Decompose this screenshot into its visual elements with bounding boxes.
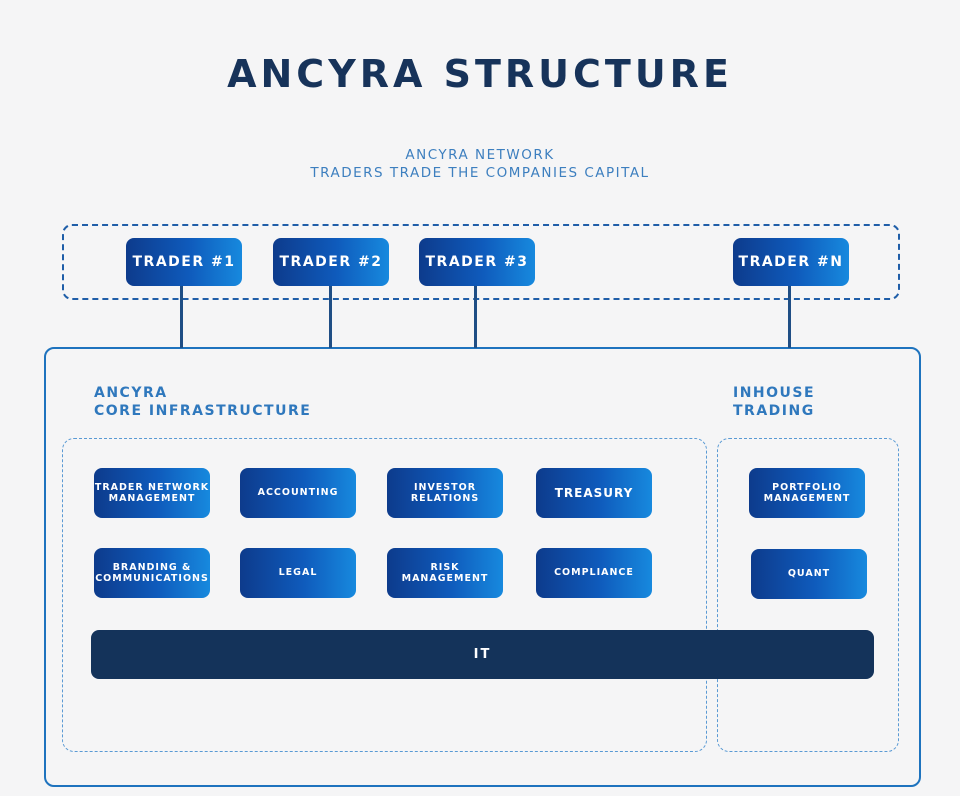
trader-1-node: TRADER #1 — [126, 238, 242, 286]
core-infrastructure-frame — [62, 438, 707, 752]
dept-quant: QUANT — [751, 549, 867, 599]
dept-risk-management: RISK MANAGEMENT — [387, 548, 503, 598]
trader-network-frame — [62, 224, 900, 300]
network-label: ANCYRA NETWORK — [405, 147, 555, 163]
connector-trader-1 — [180, 286, 183, 348]
connector-trader-2 — [329, 286, 332, 348]
dept-portfolio-management: PORTFOLIO MANAGEMENT — [749, 468, 865, 518]
trader-3-node: TRADER #3 — [419, 238, 535, 286]
it-bar: IT — [91, 630, 874, 679]
inhouse-trading-frame — [717, 438, 899, 752]
dept-accounting: ACCOUNTING — [240, 468, 356, 518]
dept-branding-communications: BRANDING & COMMUNICATIONS — [94, 548, 210, 598]
connector-trader-n — [788, 286, 791, 348]
dept-trader-network-management: TRADER NETWORK MANAGEMENT — [94, 468, 210, 518]
core-infrastructure-label: ANCYRA CORE INFRASTRUCTURE — [94, 385, 312, 419]
trader-n-node: TRADER #N — [733, 238, 849, 286]
dept-legal: LEGAL — [240, 548, 356, 598]
network-description: TRADERS TRADE THE COMPANIES CAPITAL — [310, 165, 650, 181]
connector-trader-3 — [474, 286, 477, 348]
trader-2-node: TRADER #2 — [273, 238, 389, 286]
dept-investor-relations: INVESTOR RELATIONS — [387, 468, 503, 518]
dept-compliance: COMPLIANCE — [536, 548, 652, 598]
dept-treasury: TREASURY — [536, 468, 652, 518]
inhouse-trading-label: INHOUSE TRADING — [733, 385, 816, 419]
company-frame — [44, 347, 921, 787]
page-title: ANCYRA STRUCTURE — [227, 52, 733, 96]
